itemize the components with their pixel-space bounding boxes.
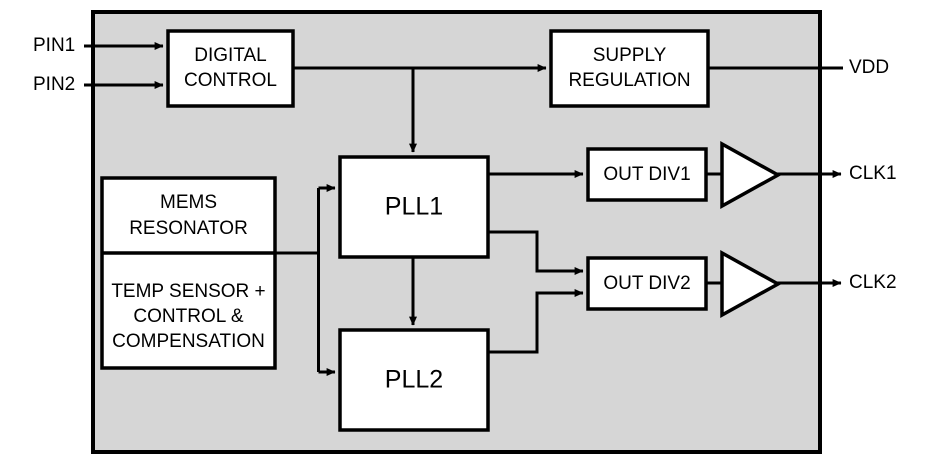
label-supply-regulation-line1: SUPPLY [593, 45, 667, 66]
label-mems-resonator-line2: RESONATOR [129, 218, 248, 239]
wire-pll2-to-out-div2 [488, 289, 584, 354]
pin-label-pin1: PIN1 [33, 35, 75, 56]
label-pll2: PLL2 [385, 366, 443, 394]
label-temp-sensor-line2: CONTROL & [133, 306, 243, 327]
label-temp-sensor-line3: COMPENSATION [112, 331, 265, 352]
block-mems-temp-group [100, 176, 277, 370]
label-out-div2: OUT DIV2 [603, 273, 690, 294]
pin-label-clk1: CLK1 [849, 163, 897, 184]
block-digital-control [166, 29, 295, 108]
block-supply-regulation [549, 29, 710, 108]
buffer-amplifier-clk1 [720, 141, 782, 209]
label-digital-control-line2: CONTROL [184, 70, 277, 91]
label-digital-control-line1: DIGITAL [194, 45, 267, 66]
label-supply-regulation-line2: REGULATION [568, 70, 690, 91]
label-mems-resonator-line1: MEMS [160, 192, 217, 213]
buffer-amplifier-clk2 [720, 250, 782, 318]
label-temp-sensor-line1: TEMP SENSOR + [111, 281, 265, 302]
pin-label-clk2: CLK2 [849, 272, 897, 293]
pin-label-vdd: VDD [849, 57, 889, 78]
block-pll2 [338, 328, 490, 432]
pin-label-pin2: PIN2 [33, 74, 75, 95]
label-pll1: PLL1 [385, 193, 443, 221]
label-out-div1: OUT DIV1 [603, 164, 690, 185]
wire-pll1-to-out-div2 [488, 230, 584, 275]
